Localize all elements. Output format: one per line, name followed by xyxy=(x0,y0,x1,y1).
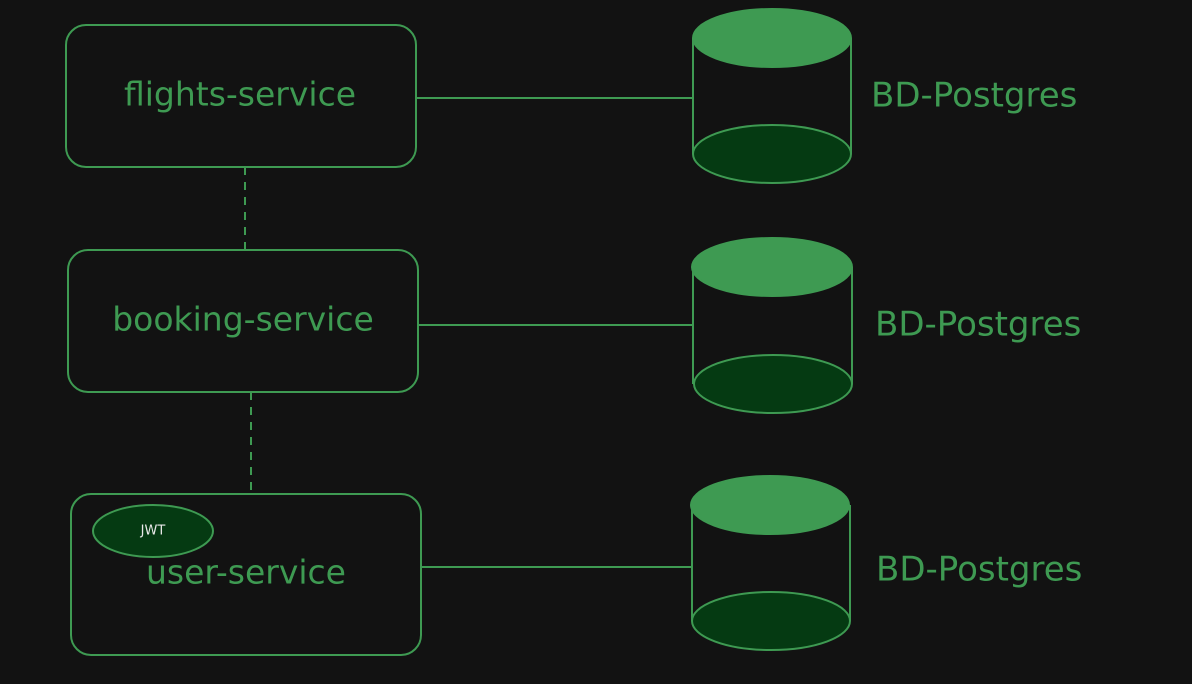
service-user[interactable]: JWT user-service xyxy=(70,493,422,656)
database-label: BD-Postgres xyxy=(875,305,1081,345)
db-top xyxy=(691,237,853,297)
db-top xyxy=(690,475,850,535)
database-user[interactable] xyxy=(690,475,851,651)
service-label: booking-service xyxy=(112,300,374,339)
jwt-badge xyxy=(92,504,214,558)
db-bottom xyxy=(691,591,851,651)
service-label: user-service xyxy=(146,553,346,592)
service-label: flights-service xyxy=(124,75,356,114)
service-box xyxy=(67,249,419,393)
service-booking[interactable]: booking-service xyxy=(67,249,419,393)
service-box xyxy=(70,493,422,656)
service-box xyxy=(65,24,417,168)
database-label: BD-Postgres xyxy=(871,76,1077,116)
database-booking[interactable] xyxy=(691,237,853,414)
database-label: BD-Postgres xyxy=(876,550,1082,590)
jwt-badge-label: JWT xyxy=(140,524,166,539)
service-flights[interactable]: flights-service xyxy=(65,24,417,168)
db-bottom xyxy=(692,124,852,184)
database-flights[interactable] xyxy=(692,8,852,184)
db-top xyxy=(692,8,852,68)
db-bottom xyxy=(693,354,853,414)
